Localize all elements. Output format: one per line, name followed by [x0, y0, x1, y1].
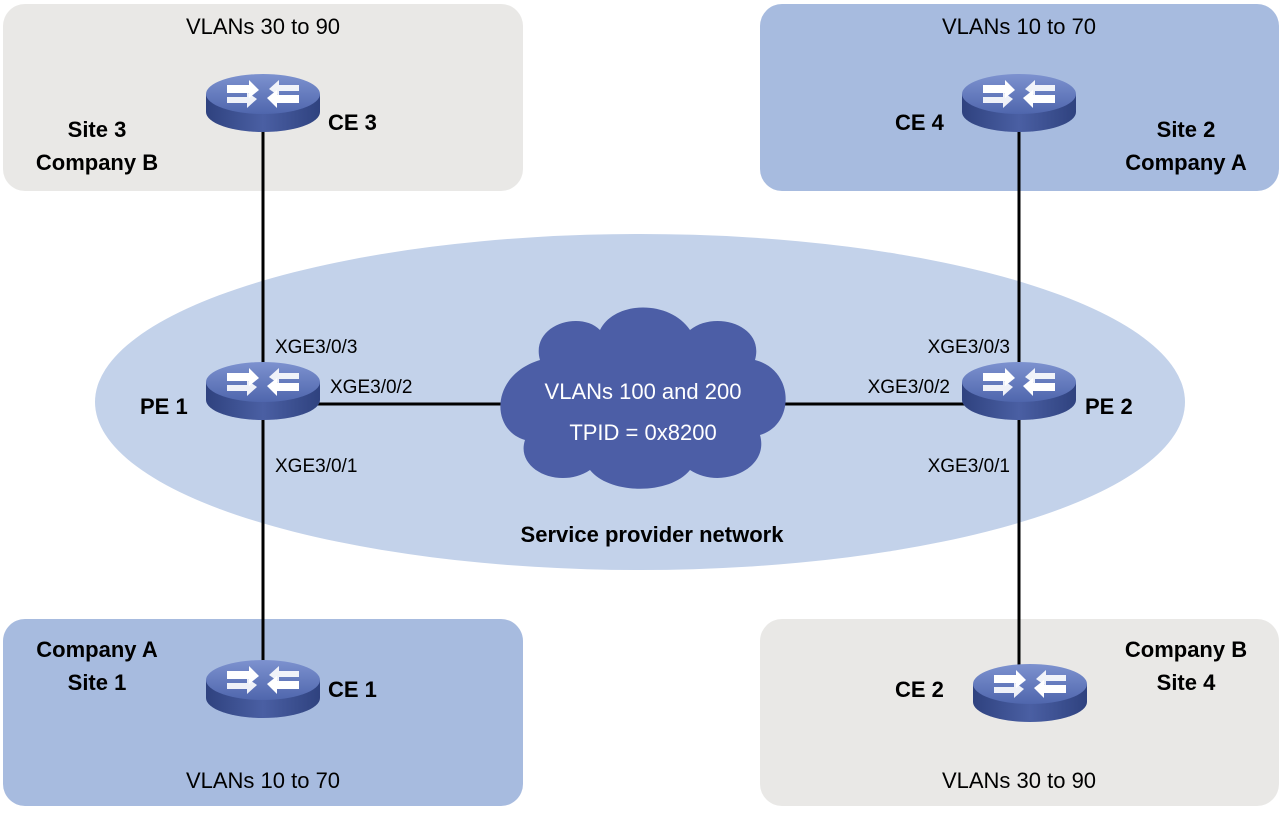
ce2-label: CE 2 [895, 677, 944, 702]
ce3-router-icon [206, 74, 320, 132]
cloud-tpid-label: TPID = 0x8200 [569, 420, 716, 445]
site1-name: Site 1 [68, 670, 127, 695]
pe2-port-up: XGE3/0/3 [928, 337, 1010, 358]
ce2-router-icon [973, 664, 1087, 722]
cloud-vlans-label: VLANs 100 and 200 [545, 379, 742, 404]
pe2-router-icon [962, 362, 1076, 420]
pe2-port-down: XGE3/0/1 [928, 456, 1010, 477]
cloud-icon [500, 307, 786, 489]
site2-vlans: VLANs 10 to 70 [942, 14, 1096, 39]
ce1-label: CE 1 [328, 677, 377, 702]
pe1-port-down: XGE3/0/1 [275, 456, 357, 477]
ce3-label: CE 3 [328, 110, 377, 135]
site4-company: Company B [1125, 637, 1247, 662]
service-provider-label: Service provider network [521, 522, 785, 547]
pe1-port-right: XGE3/0/2 [330, 377, 412, 398]
pe1-label: PE 1 [140, 394, 188, 419]
site2-company: Company A [1125, 150, 1247, 175]
site4-name: Site 4 [1157, 670, 1216, 695]
site2-name: Site 2 [1157, 117, 1216, 142]
pe2-port-left: XGE3/0/2 [868, 377, 950, 398]
site1-company: Company A [36, 637, 158, 662]
site3-company: Company B [36, 150, 158, 175]
ce1-router-icon [206, 660, 320, 718]
pe1-router-icon [206, 362, 320, 420]
site1-vlans: VLANs 10 to 70 [186, 768, 340, 793]
site3-name: Site 3 [68, 117, 127, 142]
pe2-label: PE 2 [1085, 394, 1133, 419]
ce4-label: CE 4 [895, 110, 945, 135]
ce4-router-icon [962, 74, 1076, 132]
site3-vlans: VLANs 30 to 90 [186, 14, 340, 39]
pe1-port-up: XGE3/0/3 [275, 337, 357, 358]
site4-vlans: VLANs 30 to 90 [942, 768, 1096, 793]
